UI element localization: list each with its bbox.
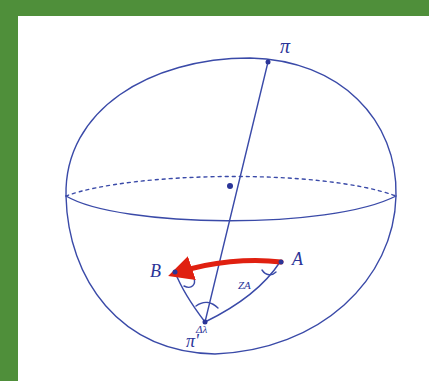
point-label: A <box>292 250 303 268</box>
pole-dot <box>266 60 271 65</box>
sphere-outline <box>66 58 396 354</box>
angle-label: ZA <box>238 280 251 291</box>
meridian-a <box>205 262 280 322</box>
pole-label: π <box>280 36 290 56</box>
point-label: B <box>150 262 161 280</box>
centre-dot <box>227 183 233 189</box>
angle-mark-pole <box>196 302 218 308</box>
polar-axis <box>205 62 268 322</box>
point-dot <box>173 270 178 275</box>
angle-mark-a <box>262 270 276 275</box>
angle-mark-b <box>184 278 195 287</box>
great-circle-arc <box>180 260 281 272</box>
point-dot <box>279 260 284 265</box>
equator-back <box>66 176 396 196</box>
pole-label: π' <box>186 332 199 350</box>
meridian-b <box>175 272 205 322</box>
slide-ground <box>18 16 429 381</box>
